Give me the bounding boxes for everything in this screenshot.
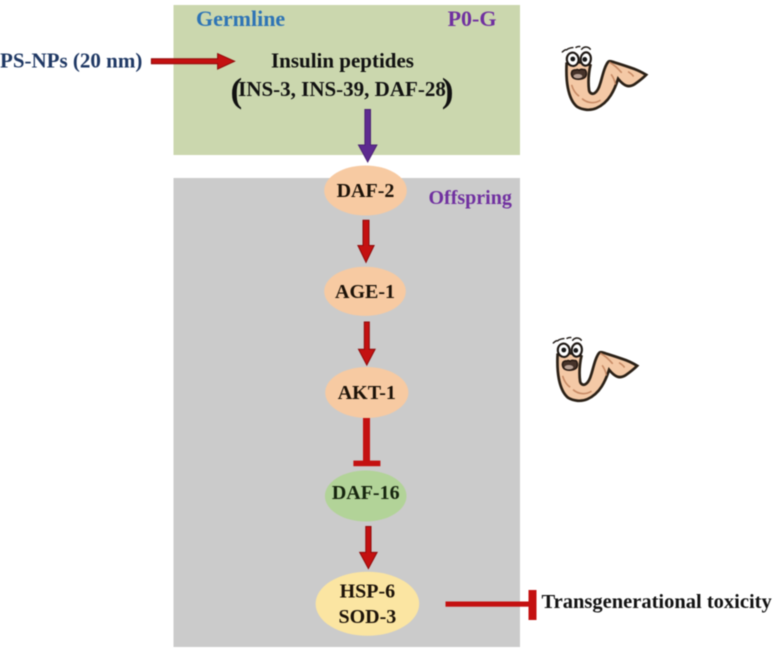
svg-text:Germline: Germline [196,6,285,31]
svg-text:SOD-3: SOD-3 [339,606,397,628]
svg-text:DAF-2: DAF-2 [337,180,395,202]
svg-text:DAF-16: DAF-16 [332,482,400,504]
svg-text:PS-NPs (20 nm): PS-NPs (20 nm) [0,49,142,73]
svg-text:INS-3, INS-39, DAF-28: INS-3, INS-39, DAF-28 [238,77,446,101]
svg-text:Offspring: Offspring [429,187,512,209]
svg-text:P0-G: P0-G [448,6,497,31]
svg-text:HSP-6: HSP-6 [340,581,396,603]
svg-text:Transgenerational toxicity: Transgenerational toxicity [542,591,773,613]
svg-text:AGE-1: AGE-1 [335,281,395,303]
svg-text:): ) [442,71,454,110]
svg-text:AKT-1: AKT-1 [338,382,396,404]
svg-text:Insulin peptides: Insulin peptides [271,49,414,73]
svg-text:(: ( [231,71,243,110]
